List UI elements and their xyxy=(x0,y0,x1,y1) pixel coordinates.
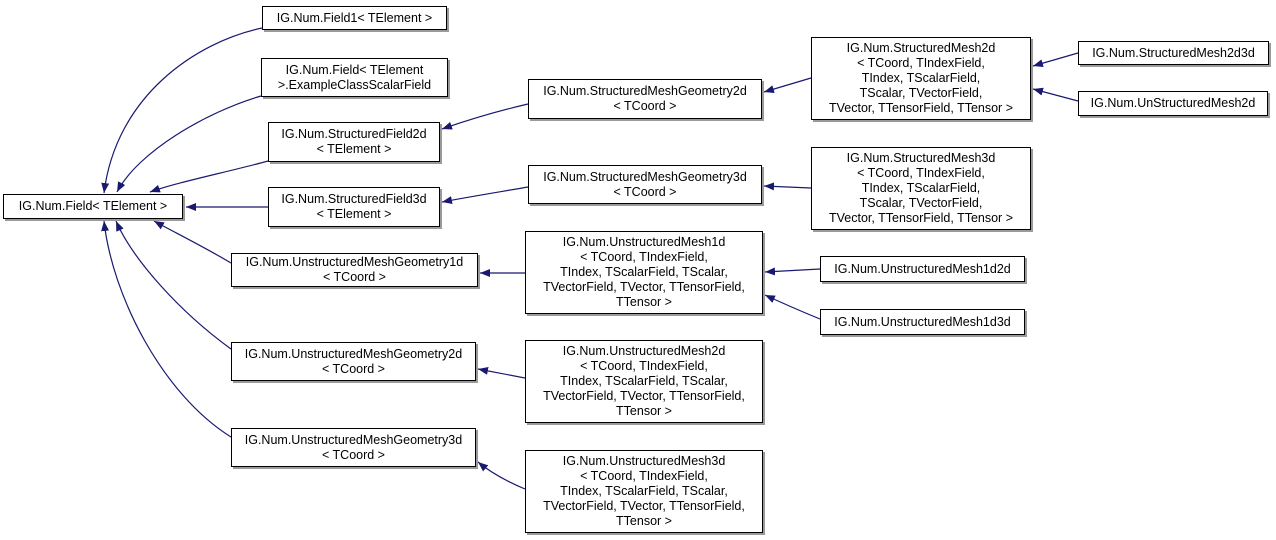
class-node-unstructured-mesh-1d[interactable]: IG.Num.UnstructuredMesh1d < TCoord, TInd… xyxy=(525,231,763,314)
class-label: IG.Num.StructuredField3d < TElement > xyxy=(281,192,427,221)
class-node-unstructured-mesh-geometry-1d[interactable]: IG.Num.UnstructuredMeshGeometry1d < TCoo… xyxy=(231,253,478,287)
class-label: IG.Num.UnstructuredMesh3d < TCoord, TInd… xyxy=(543,454,745,528)
edge-unstructuredmesh2d-to-unstructuredmeshgeometry2d xyxy=(477,366,526,379)
class-label: IG.Num.StructuredMeshGeometry3d < TCoord… xyxy=(543,169,747,199)
class-node-structured-mesh-2d[interactable]: IG.Num.StructuredMesh2d < TCoord, TIndex… xyxy=(811,37,1031,120)
edge-structuredmesh2d3d-to-structuredmesh2d xyxy=(1032,52,1079,68)
class-label: IG.Num.UnstructuredMesh2d < TCoord, TInd… xyxy=(543,344,745,418)
class-label: IG.Num.StructuredField2d < TElement > xyxy=(281,127,427,156)
edge-unstructuredmeshgeometry3d-to-field xyxy=(101,220,232,438)
class-node-unstructured-mesh-2d[interactable]: IG.Num.UnstructuredMesh2d < TCoord, TInd… xyxy=(525,340,763,423)
edge-structuredmesh2d-to-structuredmeshgeometry2d xyxy=(763,77,812,93)
class-label: IG.Num.UnstructuredMesh1d < TCoord, TInd… xyxy=(543,235,745,309)
edge-field1-to-field xyxy=(101,27,263,194)
edge-unstructuredmeshgeometry2d-to-field xyxy=(115,220,232,350)
class-label: IG.Num.UnstructuredMeshGeometry2d < TCoo… xyxy=(244,346,463,376)
class-label: IG.Num.StructuredMeshGeometry2d < TCoord… xyxy=(543,84,747,113)
edge-unstructuredmesh1d3d-to-unstructuredmesh1d xyxy=(764,294,821,320)
class-label: IG.Num.UnstructuredMesh1d3d xyxy=(834,314,1011,329)
class-node-unstructured-mesh-geometry-3d[interactable]: IG.Num.UnstructuredMeshGeometry3d < TCoo… xyxy=(231,428,476,467)
class-node-structured-mesh-geometry-3d[interactable]: IG.Num.StructuredMeshGeometry3d < TCoord… xyxy=(528,165,762,204)
edge-structuredfield2d-to-field xyxy=(149,160,269,193)
class-node-example-class-scalar-field[interactable]: IG.Num.Field< TElement >.ExampleClassSca… xyxy=(261,58,448,97)
class-node-structured-mesh-2d3d[interactable]: IG.Num.StructuredMesh2d3d xyxy=(1078,41,1269,65)
edge-structuredmeshgeometry3d-to-structuredfield3d xyxy=(441,186,529,205)
class-label: IG.Num.UnstructuredMesh1d2d xyxy=(834,261,1011,276)
class-node-structured-field-3d[interactable]: IG.Num.StructuredField3d < TElement > xyxy=(268,187,440,227)
class-label: IG.Num.StructuredMesh2d3d xyxy=(1092,45,1255,60)
class-node-unstructured-mesh-3d[interactable]: IG.Num.UnstructuredMesh3d < TCoord, TInd… xyxy=(525,450,763,533)
class-label: IG.Num.Field< TElement >.ExampleClassSca… xyxy=(277,62,432,92)
class-node-structured-mesh-geometry-2d[interactable]: IG.Num.StructuredMeshGeometry2d < TCoord… xyxy=(528,79,762,119)
class-label: IG.Num.UnstructuredMeshGeometry3d < TCoo… xyxy=(244,432,463,462)
class-label: IG.Num.UnStructuredMesh2d xyxy=(1090,96,1256,110)
class-label: IG.Num.StructuredMesh3d < TCoord, TIndex… xyxy=(829,151,1013,225)
edge-unstructuredmesh2d-right-to-structuredmesh2d xyxy=(1032,87,1079,102)
edge-unstructuredmesh1d2d-to-unstructuredmesh1d xyxy=(764,267,821,276)
class-node-field1[interactable]: IG.Num.Field1< TElement > xyxy=(262,6,447,30)
edge-exampleclassscalarfield-to-field xyxy=(116,95,262,193)
class-label: IG.Num.UnstructuredMeshGeometry1d < TCoo… xyxy=(245,255,464,284)
class-node-structured-field-2d[interactable]: IG.Num.StructuredField2d < TElement > xyxy=(268,122,440,162)
edge-structuredmeshgeometry2d-to-structuredfield2d xyxy=(441,103,529,130)
class-label: IG.Num.Field1< TElement > xyxy=(276,10,433,25)
edge-unstructuredmeshgeometry1d-to-field xyxy=(153,220,232,264)
edge-unstructuredmesh3d-to-unstructuredmeshgeometry3d xyxy=(477,461,526,490)
edge-structuredmesh3d-to-structuredmeshgeometry3d xyxy=(763,182,812,191)
class-node-field[interactable]: IG.Num.Field< TElement > xyxy=(3,194,183,219)
class-label: IG.Num.StructuredMesh2d < TCoord, TIndex… xyxy=(829,41,1013,115)
class-node-unstructured-mesh-1d2d[interactable]: IG.Num.UnstructuredMesh1d2d xyxy=(820,256,1025,282)
class-node-unstructured-mesh-1d3d[interactable]: IG.Num.UnstructuredMesh1d3d xyxy=(820,309,1025,335)
class-node-un-structured-mesh-2d[interactable]: IG.Num.UnStructuredMesh2d xyxy=(1078,91,1268,116)
class-node-structured-mesh-3d[interactable]: IG.Num.StructuredMesh3d < TCoord, TIndex… xyxy=(811,147,1031,230)
class-label: IG.Num.Field< TElement > xyxy=(18,199,168,213)
class-node-unstructured-mesh-geometry-2d[interactable]: IG.Num.UnstructuredMeshGeometry2d < TCoo… xyxy=(231,342,476,381)
